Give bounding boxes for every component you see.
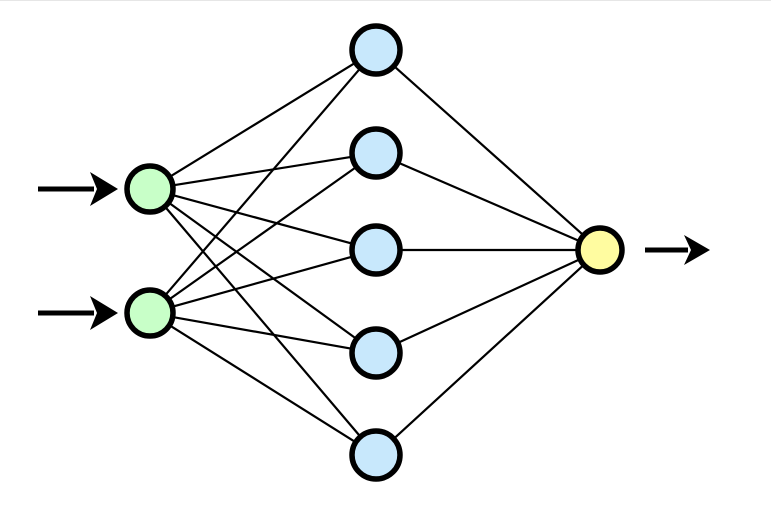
edge-input-node-1-to-hidden-node-4 xyxy=(165,200,360,342)
edge-input-node-1-to-hidden-node-2 xyxy=(169,155,356,187)
output-node-1[interactable] xyxy=(575,225,625,275)
output-arrow xyxy=(645,235,710,265)
hidden-node-5[interactable] xyxy=(349,428,403,482)
edge-hidden-node-2-to-output-node-1 xyxy=(395,160,583,244)
edge-input-node-2-to-hidden-node-4 xyxy=(169,315,356,351)
input-arrow-bottom xyxy=(38,296,118,330)
edge-input-node-2-to-hidden-node-3 xyxy=(169,254,356,309)
hidden-node-4[interactable] xyxy=(349,326,403,380)
input-node-1[interactable] xyxy=(124,163,176,215)
edge-hidden-node-5-to-output-node-1 xyxy=(391,262,587,442)
edge-input-node-2-to-hidden-node-5 xyxy=(166,323,359,445)
hidden-node-2[interactable] xyxy=(349,126,403,180)
hidden-node-1[interactable] xyxy=(349,23,403,77)
edge-input-node-2-to-hidden-node-1 xyxy=(162,65,363,299)
edge-input-node-1-to-hidden-node-1 xyxy=(166,60,359,180)
arrows-group xyxy=(38,172,710,330)
edge-hidden-node-1-to-output-node-1 xyxy=(391,63,587,238)
output-arrow-head xyxy=(684,235,710,265)
edge-input-node-2-to-hidden-node-2 xyxy=(166,164,360,302)
input-arrow-bottom-head xyxy=(90,296,118,330)
input-arrow-top xyxy=(38,172,118,206)
nodes-group xyxy=(124,23,625,482)
edges-group xyxy=(162,60,587,445)
input-node-2[interactable] xyxy=(124,287,176,339)
edge-hidden-node-4-to-output-node-1 xyxy=(394,257,583,345)
edge-input-node-1-to-hidden-node-5 xyxy=(162,203,363,440)
input-arrow-top-head xyxy=(90,172,118,206)
edge-input-node-1-to-hidden-node-3 xyxy=(169,193,356,246)
hidden-node-3[interactable] xyxy=(349,223,403,277)
